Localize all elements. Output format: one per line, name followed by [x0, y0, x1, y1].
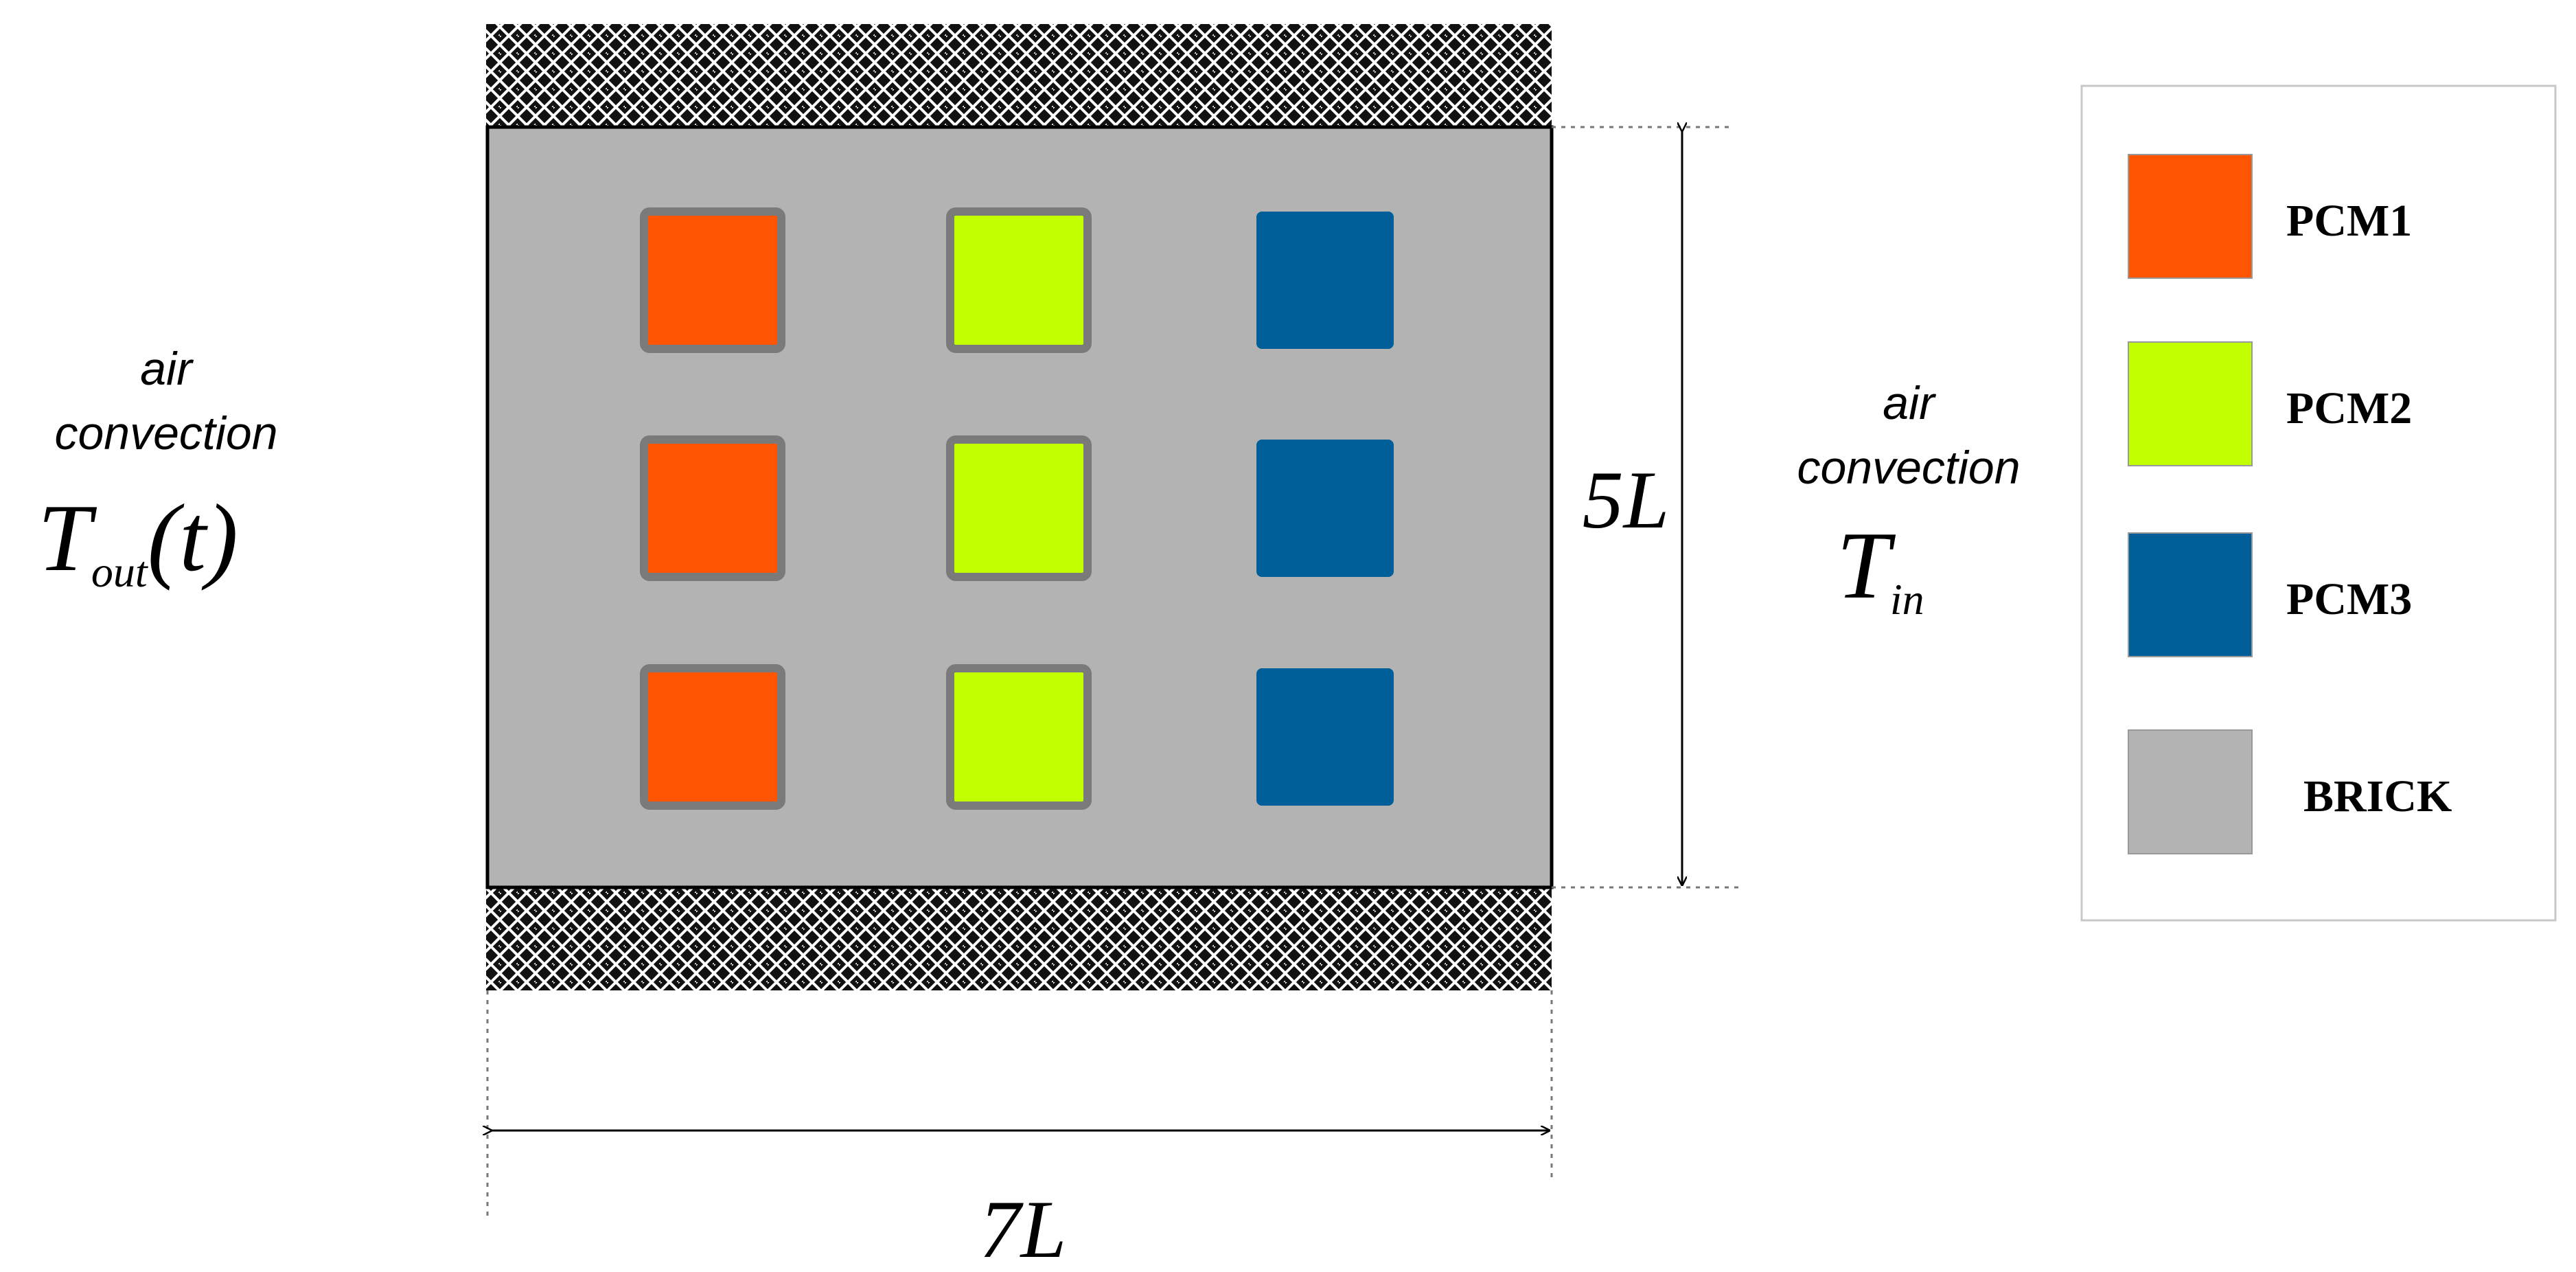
legend-label-pcm1: PCM1 — [2286, 196, 2412, 246]
pcm-cell-pcm2 — [946, 664, 1092, 810]
legend-swatch-pcm2 — [2128, 341, 2253, 466]
legend-label-pcm3: PCM3 — [2286, 574, 2412, 624]
left-convection-label: convection — [54, 407, 277, 459]
right-air-label: air — [1883, 377, 1936, 429]
legend-swatch-pcm3 — [2128, 532, 2253, 657]
pcm-cell-pcm2 — [946, 435, 1092, 581]
inside-temperature-label: Tin — [1837, 512, 1924, 624]
legend-swatch-brick — [2128, 729, 2253, 854]
outside-temperature-label: Tout(t) — [38, 485, 238, 596]
pcm-cell-pcm1 — [640, 435, 785, 581]
pcm-cell-pcm3 — [1256, 668, 1394, 806]
pcm-cell-pcm1 — [640, 207, 785, 353]
bottom-insulation — [486, 887, 1552, 990]
left-air-label: air — [140, 343, 194, 395]
pcm-cell-pcm1 — [640, 664, 785, 810]
legend-swatch-pcm1 — [2128, 154, 2253, 279]
pcm-cell-pcm3 — [1256, 440, 1394, 577]
width-label: 7L — [980, 1183, 1067, 1272]
pcm-cell-pcm2 — [946, 207, 1092, 353]
legend-label-pcm2: PCM2 — [2286, 383, 2412, 433]
pcm-cell-pcm3 — [1256, 212, 1394, 349]
top-insulation — [486, 24, 1552, 127]
right-convection-label: convection — [1797, 442, 2020, 494]
height-label: 5L — [1583, 454, 1670, 545]
pcm-cell-grid — [640, 207, 1394, 810]
legend-label-brick: BRICK — [2303, 771, 2452, 821]
